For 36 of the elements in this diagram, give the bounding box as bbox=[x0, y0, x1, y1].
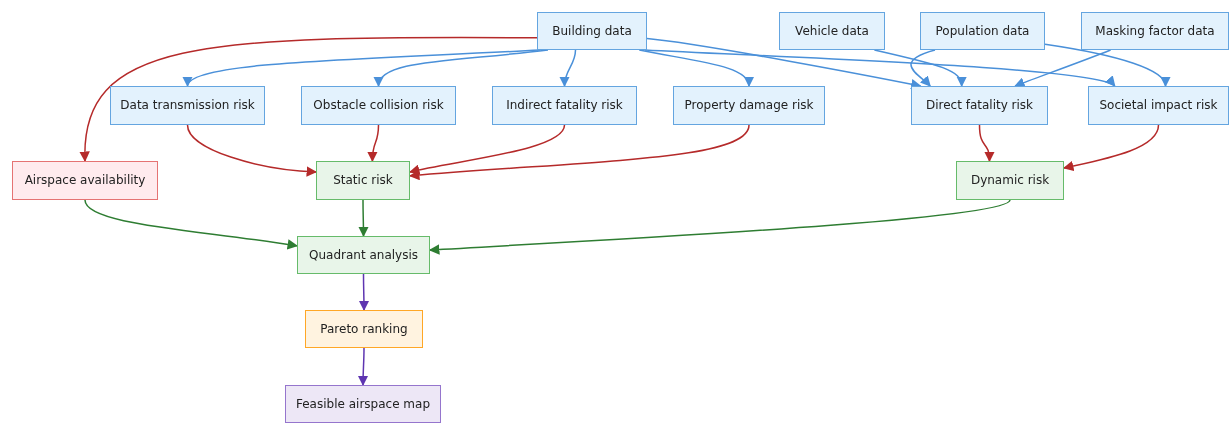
arrow bbox=[408, 124, 566, 176]
process-box: Static risk bbox=[316, 161, 410, 200]
process-box: Airspace availability bbox=[12, 161, 158, 200]
arrow bbox=[644, 49, 1116, 87]
process-box: Quadrant analysis bbox=[297, 236, 430, 274]
arrow bbox=[978, 124, 995, 163]
arrow bbox=[186, 124, 318, 177]
process-box: Societal impact risk bbox=[1088, 86, 1229, 125]
arrow bbox=[1044, 43, 1169, 87]
arrow bbox=[428, 199, 1011, 255]
arrow bbox=[1062, 124, 1160, 172]
arrow bbox=[358, 273, 370, 312]
arrow bbox=[910, 49, 936, 87]
arrow bbox=[80, 36, 538, 163]
process-box: Obstacle collision risk bbox=[301, 86, 456, 125]
process-box: Population data bbox=[920, 12, 1045, 50]
process-box: Direct fatality risk bbox=[911, 86, 1048, 125]
arrow bbox=[357, 347, 369, 387]
process-box: Building data bbox=[537, 12, 647, 50]
arrow bbox=[873, 49, 966, 88]
arrow bbox=[84, 199, 299, 250]
arrow bbox=[1014, 49, 1112, 88]
arrow bbox=[375, 49, 549, 87]
process-box: Indirect fatality risk bbox=[492, 86, 637, 125]
process-box: Feasible airspace map bbox=[285, 385, 441, 423]
process-box: Property damage risk bbox=[673, 86, 825, 125]
process-box: Masking factor data bbox=[1081, 12, 1229, 50]
arrow bbox=[408, 124, 750, 181]
arrow bbox=[638, 49, 753, 88]
arrow bbox=[367, 124, 380, 163]
process-box: Vehicle data bbox=[779, 12, 885, 50]
process-box: Data transmission risk bbox=[110, 86, 265, 125]
process-box: Pareto ranking bbox=[305, 310, 423, 348]
arrow bbox=[358, 199, 369, 238]
arrow bbox=[559, 49, 577, 88]
process-box: Dynamic risk bbox=[956, 161, 1064, 200]
